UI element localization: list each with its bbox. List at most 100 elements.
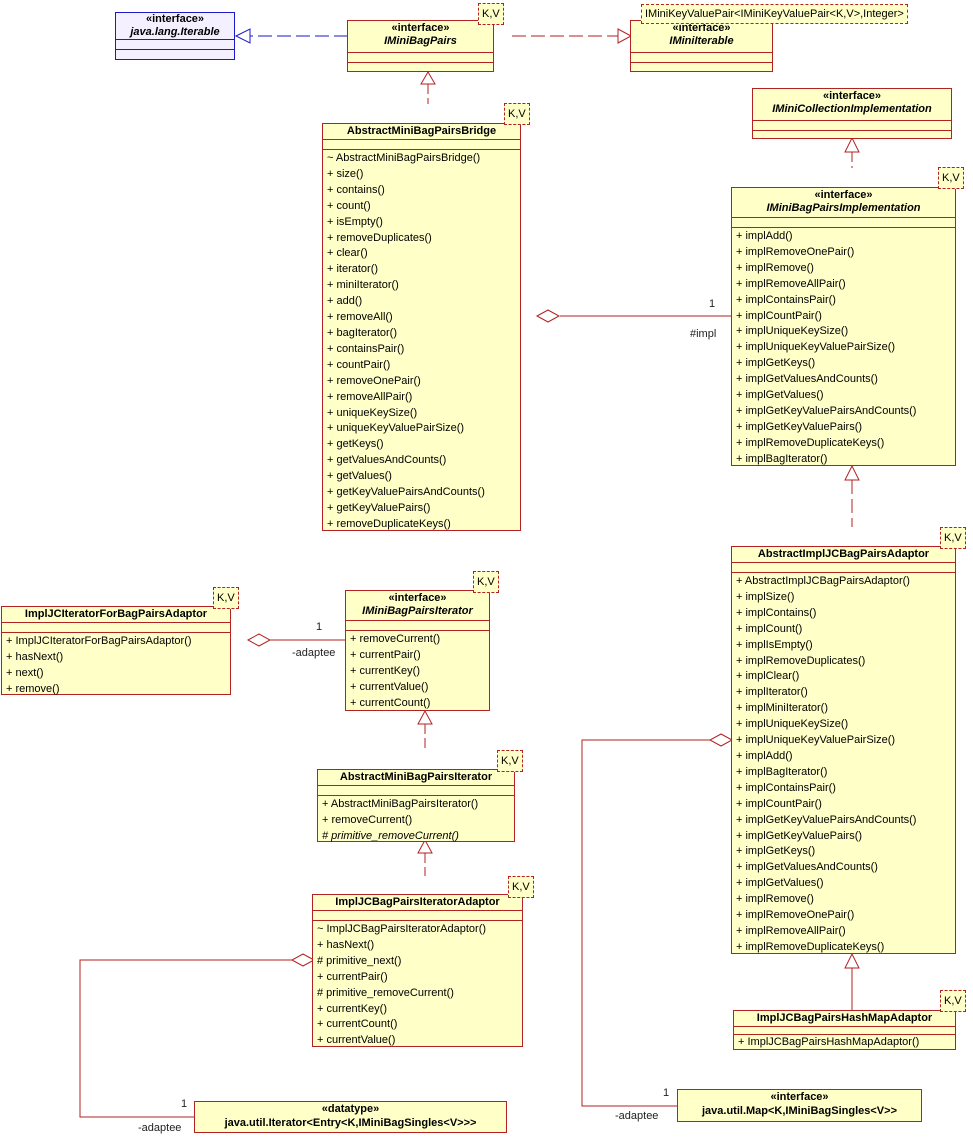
template-param-badge: K,V xyxy=(940,527,966,549)
operation-item: + implRemove() xyxy=(736,893,814,906)
stereotype-label: «interface» xyxy=(814,189,873,201)
class-abstract-mini-bag-pairs-bridge[interactable]: AbstractMiniBagPairsBridge ~ AbstractMin… xyxy=(322,123,521,531)
operation-item: + implGetKeys() xyxy=(736,845,816,858)
operation-item: + add() xyxy=(327,295,363,308)
class-imini-iterable[interactable]: «interface» IMiniIterable xyxy=(630,20,773,72)
aggregation-diamond-adaptor xyxy=(708,733,734,747)
operation-item: + ImplJCIteratorForBagPairsAdaptor() xyxy=(6,635,192,647)
operation-item: + currentCount() xyxy=(350,696,431,709)
class-imini-collection-implementation[interactable]: «interface» IMiniCollectionImplementatio… xyxy=(752,88,952,139)
realization-arrowhead-iterable xyxy=(234,28,251,44)
operation-item: + implAdd() xyxy=(736,230,793,242)
template-param-badge: K,V xyxy=(508,876,534,898)
template-param-badge: K,V xyxy=(478,3,504,25)
class-java-util-iterator[interactable]: «datatype» java.util.Iterator<Entry<K,IM… xyxy=(194,1101,507,1133)
operation-item: + removeAllPair() xyxy=(327,390,413,403)
class-name: AbstractMiniBagPairsBridge xyxy=(346,125,497,137)
class-name: ImplJCBagPairsIteratorAdaptor xyxy=(335,896,500,908)
operation-item: + implUniqueKeyValuePairSize() xyxy=(736,734,896,747)
operation-item: + currentCount() xyxy=(317,1018,398,1031)
class-java-lang-iterable[interactable]: «interface» java.lang.Iterable xyxy=(115,12,235,60)
aggregation-map-adaptee xyxy=(581,739,710,1107)
generalization-arrowhead-hashmap xyxy=(844,952,860,969)
operations-list: + AbstractMiniBagPairsIterator()+ remove… xyxy=(318,795,514,846)
generalization-arrowhead-iterator-adaptor xyxy=(417,838,433,854)
template-param-badge: K,V xyxy=(473,571,499,593)
operations-list: ~ ImplJCBagPairsIteratorAdaptor()+ hasNe… xyxy=(313,920,522,1050)
class-impl-jc-iterator-for-bag-pairs-adaptor[interactable]: ImplJCIteratorForBagPairsAdaptor + ImplJ… xyxy=(1,606,231,695)
operation-item: # primitive_next() xyxy=(317,954,402,967)
operation-item: + implContains() xyxy=(736,606,817,619)
class-name: IMiniBagPairsIterator xyxy=(362,605,473,617)
operation-item: + removeCurrent() xyxy=(350,633,441,645)
class-name: java.util.Map<K,IMiniBagSingles<V>> xyxy=(701,1105,897,1117)
class-name: java.util.Iterator<Entry<K,IMiniBagSingl… xyxy=(224,1117,477,1129)
role-label: -adaptee xyxy=(292,647,336,659)
operation-item: + getValues() xyxy=(327,470,392,483)
class-abstract-mini-bag-pairs-iterator[interactable]: AbstractMiniBagPairsIterator + AbstractM… xyxy=(317,769,515,842)
operation-item: ~ ImplJCBagPairsIteratorAdaptor() xyxy=(317,923,487,935)
operation-item: + implMiniIterator() xyxy=(736,702,828,715)
stereotype-label: «interface» xyxy=(822,90,882,102)
operation-item: + implRemoveDuplicates() xyxy=(736,654,866,667)
class-imini-bag-pairs-iterator[interactable]: «interface» IMiniBagPairsIterator + remo… xyxy=(345,590,490,711)
operation-item: + implGetValues() xyxy=(736,877,824,890)
operation-item: + implRemoveAllPair() xyxy=(736,924,846,937)
operation-item: + miniIterator() xyxy=(327,279,399,292)
stereotype-label: «interface» xyxy=(388,592,447,604)
operations-list: + removeCurrent() + currentPair() + curren… xyxy=(346,630,489,713)
class-java-util-map[interactable]: «interface» java.util.Map<K,IMiniBagSing… xyxy=(677,1089,922,1122)
template-param-badge: K,V xyxy=(938,167,964,189)
operation-item: + implBagIterator() xyxy=(736,452,828,465)
template-param-badge: K,V xyxy=(940,990,966,1012)
operation-item: + implUniqueKeySize() xyxy=(736,325,849,338)
stereotype-label: «interface» xyxy=(770,1091,829,1103)
role-label: #impl xyxy=(690,328,717,340)
class-name: ImplJCIteratorForBagPairsAdaptor xyxy=(24,608,208,620)
stereotype-label: «datatype» xyxy=(321,1103,380,1115)
aggregation-diamond-bridge xyxy=(535,309,561,323)
class-imini-bag-pairs[interactable]: «interface» IMiniBagPairs xyxy=(347,20,494,72)
operation-item: + implGetValuesAndCounts() xyxy=(736,373,878,386)
operation-item: + iterator() xyxy=(327,263,379,276)
template-param-badge: K,V xyxy=(504,103,530,125)
operation-item: + getKeys() xyxy=(327,438,384,451)
class-name: IMiniBagPairsImplementation xyxy=(766,202,921,214)
operation-item: + implGetKeyValuePairsAndCounts() xyxy=(736,404,917,417)
stereotype-label: «interface» xyxy=(391,22,450,34)
operation-item: + clear() xyxy=(327,247,368,260)
template-param-badge: K,V xyxy=(213,587,239,609)
operation-item: + bagIterator() xyxy=(327,326,398,339)
operation-item: + getKeyValuePairs() xyxy=(327,501,431,514)
operation-item: + currentValue() xyxy=(317,1034,396,1047)
multiplicity-label: 1 xyxy=(316,621,323,633)
operation-item: + implIsEmpty() xyxy=(736,638,813,651)
multiplicity-label: 1 xyxy=(709,298,716,310)
operation-item: + implCountPair() xyxy=(736,309,822,322)
class-impl-jc-bag-pairs-hashmap-adaptor[interactable]: ImplJCBagPairsHashMapAdaptor + ImplJCBag… xyxy=(733,1010,956,1050)
operation-item: + removeDuplicates() xyxy=(327,231,432,244)
operation-item: + countPair() xyxy=(327,358,391,371)
operation-item: + implGetValuesAndCounts() xyxy=(736,861,878,874)
operation-item: + currentPair() xyxy=(350,648,421,661)
role-label: -adaptee xyxy=(615,1110,659,1122)
class-abstract-impl-jc-bag-pairs-adaptor[interactable]: AbstractImplJCBagPairsAdaptor + Abstract… xyxy=(731,546,956,954)
class-impl-jc-bag-pairs-iterator-adaptor[interactable]: ImplJCBagPairsIteratorAdaptor ~ ImplJCBa… xyxy=(312,894,523,1047)
operation-item: + currentValue() xyxy=(350,680,429,693)
aggregation-diamond-iterator-adaptor xyxy=(290,953,316,967)
operation-item: + implRemoveOnePair() xyxy=(736,245,855,258)
class-imini-bag-pairs-implementation[interactable]: «interface» IMiniBagPairsImplementation … xyxy=(731,187,956,466)
operation-item: + implBagIterator() xyxy=(736,765,828,778)
operations-list: ~ AbstractMiniBagPairsBridge()+ size()+ … xyxy=(323,149,520,534)
operation-item: + containsPair() xyxy=(327,342,405,355)
operation-item: + currentPair() xyxy=(317,970,388,983)
operation-item: + size() xyxy=(327,167,364,180)
class-name: IMiniIterable xyxy=(669,35,734,47)
operation-item: + removeAll() xyxy=(327,311,393,324)
operations-list: + ImplJCBagPairsHashMapAdaptor() xyxy=(734,1034,955,1050)
class-name: AbstractMiniBagPairsIterator xyxy=(339,771,493,783)
operation-item: + uniqueKeySize() xyxy=(327,406,418,419)
aggregation-iterator-adaptee xyxy=(79,959,292,1118)
operation-item: + implClear() xyxy=(736,670,800,683)
